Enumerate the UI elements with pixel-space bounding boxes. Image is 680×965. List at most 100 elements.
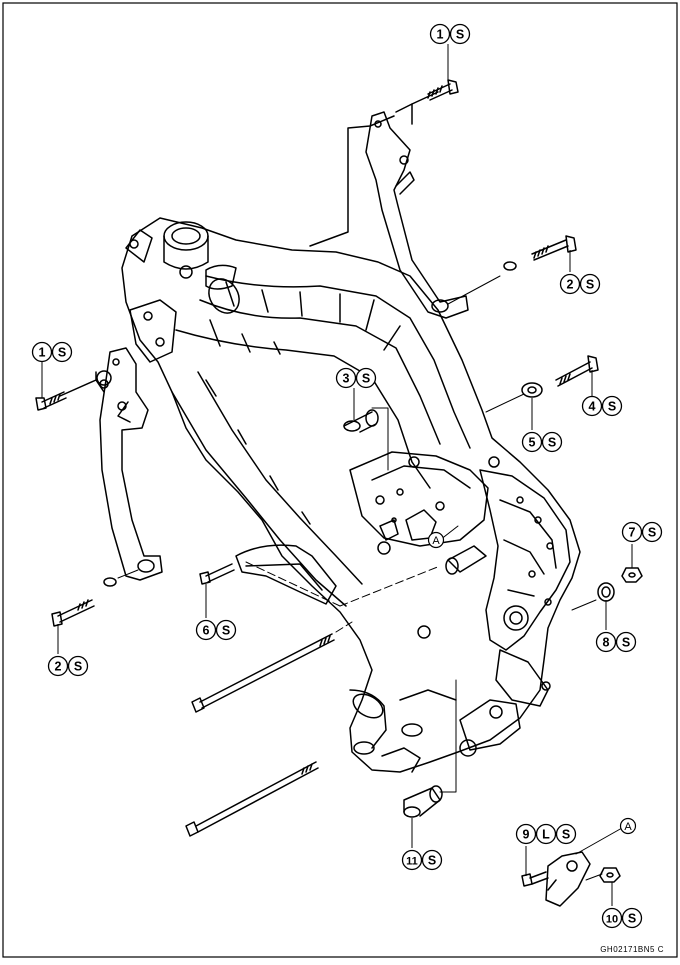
bolt-1-top	[427, 79, 459, 101]
callout-number-circle	[595, 631, 617, 653]
callout-number: 2	[55, 660, 62, 674]
lower-beam-inner	[175, 329, 431, 489]
front-lug-hole	[129, 239, 139, 249]
callout-number: 6	[203, 624, 210, 638]
callout-number-circle	[559, 273, 581, 295]
center-crossmember	[349, 451, 489, 547]
callout-code: S	[74, 660, 82, 674]
callout-code: S	[586, 278, 594, 292]
figure-code: GH02171BN5 C	[600, 945, 664, 954]
callout-code-circle	[355, 367, 377, 389]
collar-3-leader	[371, 407, 389, 471]
through-bolt-lower	[185, 761, 319, 837]
callout-code-circle	[579, 273, 601, 295]
callout-number-circle	[401, 849, 423, 871]
pivot-collar	[445, 545, 487, 575]
callout-code-circle	[641, 521, 663, 543]
callout-number: 8	[603, 636, 610, 650]
callout-number-circle	[429, 23, 451, 45]
callout-code-circle	[51, 341, 73, 363]
bolt-6	[199, 563, 235, 585]
nut-10	[599, 867, 621, 883]
callout-number-circle	[31, 341, 53, 363]
bolt-1-left	[35, 391, 67, 411]
callout-number-circle	[47, 655, 69, 677]
callout-code-circle	[535, 823, 557, 845]
callout-code: L	[542, 828, 550, 842]
downtube-front	[171, 391, 347, 607]
callout-number-circle	[335, 367, 357, 389]
bracket-leader	[309, 115, 395, 247]
callout-code: S	[562, 828, 570, 842]
upper-right-bracket	[365, 111, 469, 319]
callout-code-circle	[67, 655, 89, 677]
callout-number-circle	[521, 431, 543, 453]
rear-plate-right	[479, 469, 571, 651]
callout-code-circle	[621, 907, 643, 929]
callout-code-circle	[449, 23, 471, 45]
through-bolt-upper	[191, 633, 335, 713]
callout-number-circle	[581, 395, 603, 417]
callout-number-circle	[515, 823, 537, 845]
callout-code-circle	[541, 431, 563, 453]
ref-a-frame: A	[427, 531, 445, 549]
callout-code: S	[456, 28, 464, 42]
frame-outline	[121, 217, 581, 773]
engine-mount-plate-left	[129, 299, 177, 363]
callout-code: S	[548, 436, 556, 450]
callout-number: 7	[629, 526, 636, 540]
upper-left-bracket	[99, 347, 163, 581]
callout-code: S	[362, 372, 370, 386]
callout-number-circle	[195, 619, 217, 641]
nut-7	[621, 567, 643, 583]
lower-rear-lug	[459, 699, 521, 751]
callout-code: S	[58, 346, 66, 360]
callout-number: 9	[523, 828, 530, 842]
downtube-rear	[197, 371, 363, 585]
collar-11	[403, 785, 443, 818]
frame-lightening-hole	[208, 278, 240, 314]
callout-code-circle	[555, 823, 577, 845]
callout-number: 11	[406, 856, 418, 868]
callout-number: 1	[39, 346, 46, 360]
bolt-2-right	[531, 235, 577, 261]
swingarm-pivot-boss	[503, 605, 529, 631]
callout-code: S	[222, 624, 230, 638]
lower-frame-hole	[352, 693, 384, 719]
callout-code: S	[622, 636, 630, 650]
head-bolt-hole	[179, 265, 193, 279]
steering-head	[163, 221, 209, 251]
nut-8	[597, 582, 615, 602]
bolt-2-left	[51, 599, 95, 627]
callout-code: S	[608, 400, 616, 414]
pivot-upper-hole	[377, 541, 391, 555]
callout-number-circle	[601, 907, 623, 929]
upper-beam-rib	[199, 299, 441, 445]
steering-head-bore	[171, 227, 201, 245]
steering-head-tube	[163, 235, 209, 270]
callout-code-circle	[601, 395, 623, 417]
callout-code: S	[648, 526, 656, 540]
callout-number: 1	[437, 28, 444, 42]
front-lug	[125, 229, 153, 263]
callout-code-circle	[215, 619, 237, 641]
callout-code: S	[628, 912, 636, 926]
washer-left	[103, 577, 117, 587]
callout-number-circle	[621, 521, 643, 543]
bolt-9	[521, 871, 549, 887]
collar-3	[343, 409, 379, 433]
